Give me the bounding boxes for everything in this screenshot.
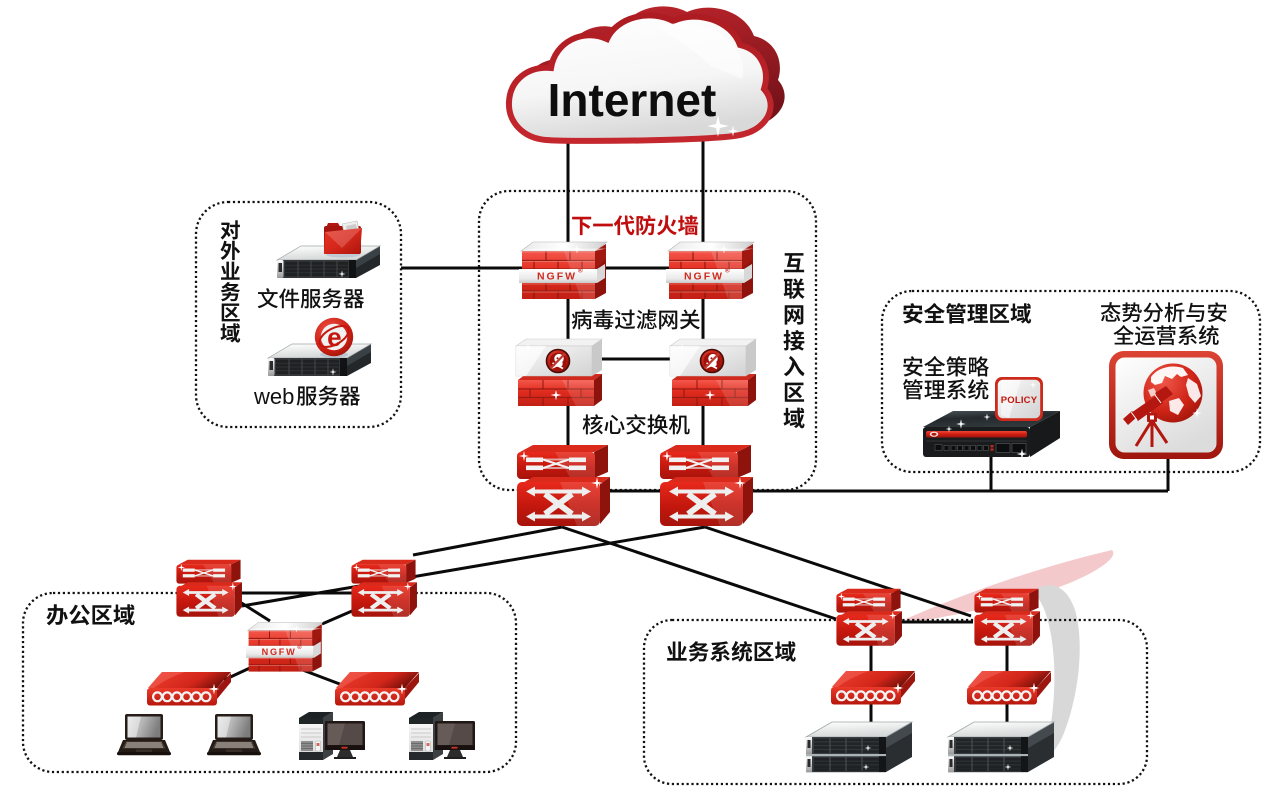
svg-text:web: web	[253, 384, 294, 409]
